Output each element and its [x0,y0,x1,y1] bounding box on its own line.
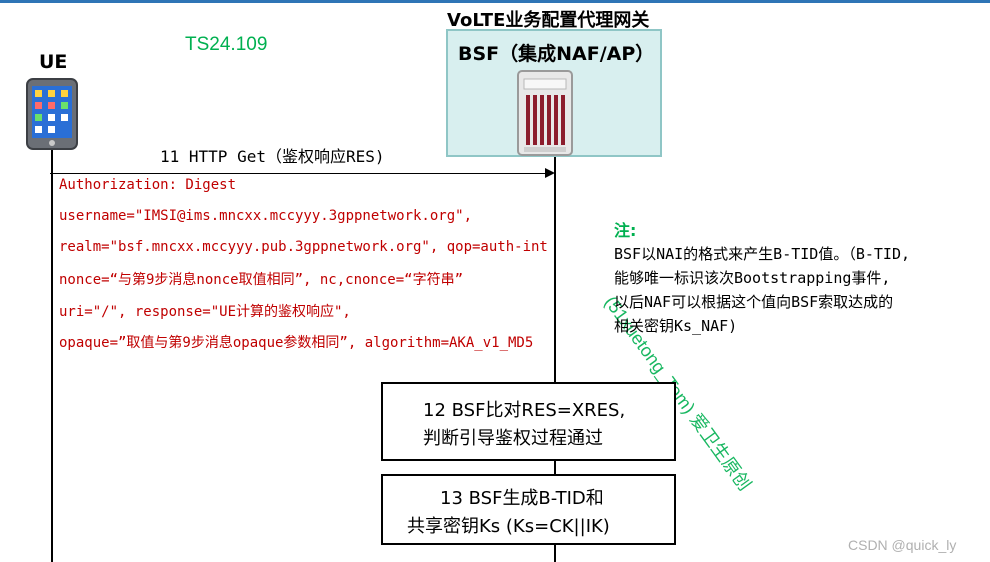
mobile-phone-icon [26,78,78,150]
gateway-title: VoLTE业务配置代理网关 [447,10,650,31]
auth-line: opaque=”取值与第9步消息opaque参数相同”, algorithm=A… [59,335,534,351]
auth-line: uri="/", response="UE计算的鉴权响应", [59,304,351,320]
step-13-box: 13 BSF生成B-TID和 共享密钥Ks (Ks=CK||IK) [381,474,676,545]
bsf-node: BSF（集成NAF/AP） [446,29,662,157]
bsf-title: BSF（集成NAF/AP） [458,43,655,65]
message-arrow [50,173,546,174]
step-12-line1: 12 BSF比对RES=XRES, [423,400,626,421]
note-line: 相关密钥Ks_NAF) [614,317,738,335]
csdn-credit: CSDN @quick_ly [848,537,957,553]
auth-line: nonce=“与第9步消息nonce取值相同”, nc,cnonce=“字符串” [59,272,464,288]
top-rule [0,0,990,3]
ue-lifeline [51,150,53,562]
bsf-lifeline-lower [554,545,556,562]
step-12-line2: 判断引导鉴权过程通过 [423,428,603,449]
bsf-lifeline-upper [554,157,556,382]
note-line: BSF以NAI的格式来产生B-TID值。（B-TID, [614,245,911,263]
arrow-head-icon [545,168,555,178]
authorization-header: Authorization: Digest username="IMSI@ims… [52,175,556,355]
note-line: 能够唯一标识该次Bootstrapping事件, [614,269,891,287]
step-12-box: 12 BSF比对RES=XRES, 判断引导鉴权过程通过 [381,382,676,461]
ue-label: UE [39,51,68,73]
server-icon [517,70,573,156]
auth-line: username="IMSI@ims.mncxx.mccyyy.3gppnetw… [59,208,473,224]
bsf-lifeline-mid [554,460,556,474]
message-label: 11 HTTP Get（鉴权响应RES) [160,147,385,166]
auth-line: Authorization: Digest [59,177,237,193]
note-line: 以后NAF可以根据这个值向BSF索取达成的 [614,293,894,311]
step-13-line1: 13 BSF生成B-TID和 [440,488,604,509]
step-13-line2: 共享密钥Ks (Ks=CK||IK) [407,516,610,537]
auth-line: realm="bsf.mncxx.mccyyy.pub.3gppnetwork.… [59,239,548,255]
note-title: 注: [614,221,637,240]
spec-label: TS24.109 [185,34,268,55]
